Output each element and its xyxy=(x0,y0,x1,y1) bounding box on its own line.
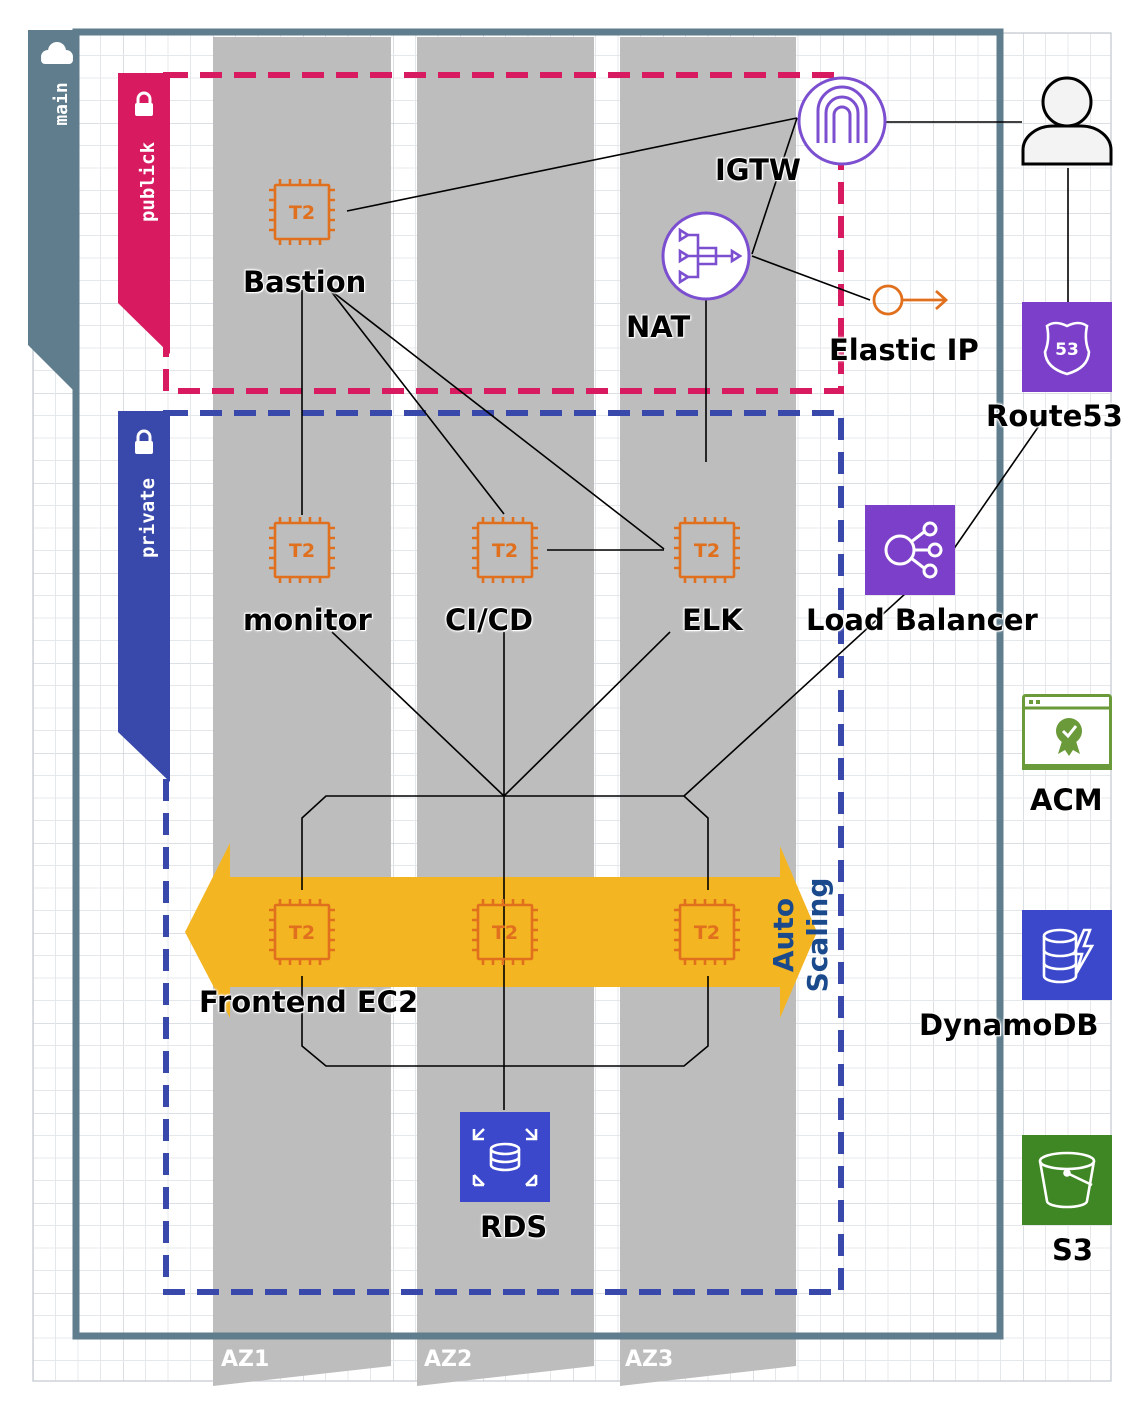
autoscaling-line1: Auto xyxy=(767,898,800,972)
chip-text: T2 xyxy=(289,922,315,944)
acm-label: ACM xyxy=(1030,783,1103,817)
chip-text: T2 xyxy=(694,540,720,562)
autoscaling-label: Auto Scaling xyxy=(767,878,834,993)
route53-icon[interactable]: 53 xyxy=(1022,302,1112,392)
igtw-label: IGTW xyxy=(715,153,801,187)
elastic-ip-label: Elastic IP xyxy=(829,333,979,367)
internet-gateway-icon[interactable] xyxy=(797,76,887,166)
cloud-icon xyxy=(41,42,73,64)
vpc-banner xyxy=(28,30,78,395)
az1-column xyxy=(213,37,391,1386)
az-columns xyxy=(213,37,796,1386)
chip-text: T2 xyxy=(492,540,518,562)
az3-label: AZ3 xyxy=(625,1347,674,1372)
chip-text: T2 xyxy=(492,922,518,944)
bastion-label: Bastion xyxy=(243,265,367,299)
route53-badge-text: 53 xyxy=(1055,340,1079,360)
nat-gateway-icon[interactable] xyxy=(661,211,751,301)
az2-column xyxy=(417,37,594,1386)
connection-lines xyxy=(301,117,1069,1110)
chip-text: T2 xyxy=(694,922,720,944)
az2-label: AZ2 xyxy=(424,1347,473,1372)
route53-label: Route53 xyxy=(986,399,1123,433)
user-icon[interactable] xyxy=(1021,76,1113,166)
load-balancer-label: Load Balancer xyxy=(806,603,1038,637)
autoscaling-arrow xyxy=(185,843,817,1018)
elk-label: ELK xyxy=(682,603,743,637)
chip-labels: T2 T2 T2 T2 T2 T2 T2 xyxy=(289,202,720,944)
rds-icon[interactable] xyxy=(460,1112,550,1202)
s3-icon[interactable] xyxy=(1022,1135,1112,1225)
az1-label: AZ1 xyxy=(221,1347,270,1372)
s3-label: S3 xyxy=(1052,1233,1094,1267)
chip-text: T2 xyxy=(289,540,315,562)
private-subnet-border xyxy=(163,410,844,1295)
private-subnet-label: private xyxy=(137,478,159,558)
lock-icon xyxy=(135,429,153,454)
elastic-ip-icon[interactable] xyxy=(872,284,949,316)
frontend-label: Frontend EC2 xyxy=(199,985,419,1019)
dynamodb-label: DynamoDB xyxy=(919,1008,1099,1042)
dynamodb-icon[interactable] xyxy=(1022,910,1112,1000)
vpc-border xyxy=(72,28,1004,1340)
autoscaling-line2: Scaling xyxy=(801,878,834,993)
monitor-label: monitor xyxy=(243,603,372,637)
load-balancer-icon[interactable] xyxy=(865,505,955,595)
rds-label: RDS xyxy=(480,1210,548,1244)
public-subnet-label: publick xyxy=(137,141,159,222)
lock-icon xyxy=(135,91,153,116)
cicd-label: CI/CD xyxy=(445,603,534,637)
nat-label: NAT xyxy=(626,310,691,344)
az3-column xyxy=(620,37,796,1386)
public-subnet-banner xyxy=(118,73,170,354)
acm-icon[interactable] xyxy=(1022,694,1112,771)
vpc-label: main xyxy=(51,82,72,125)
chip-text: T2 xyxy=(289,202,315,224)
private-subnet-banner xyxy=(118,411,170,782)
